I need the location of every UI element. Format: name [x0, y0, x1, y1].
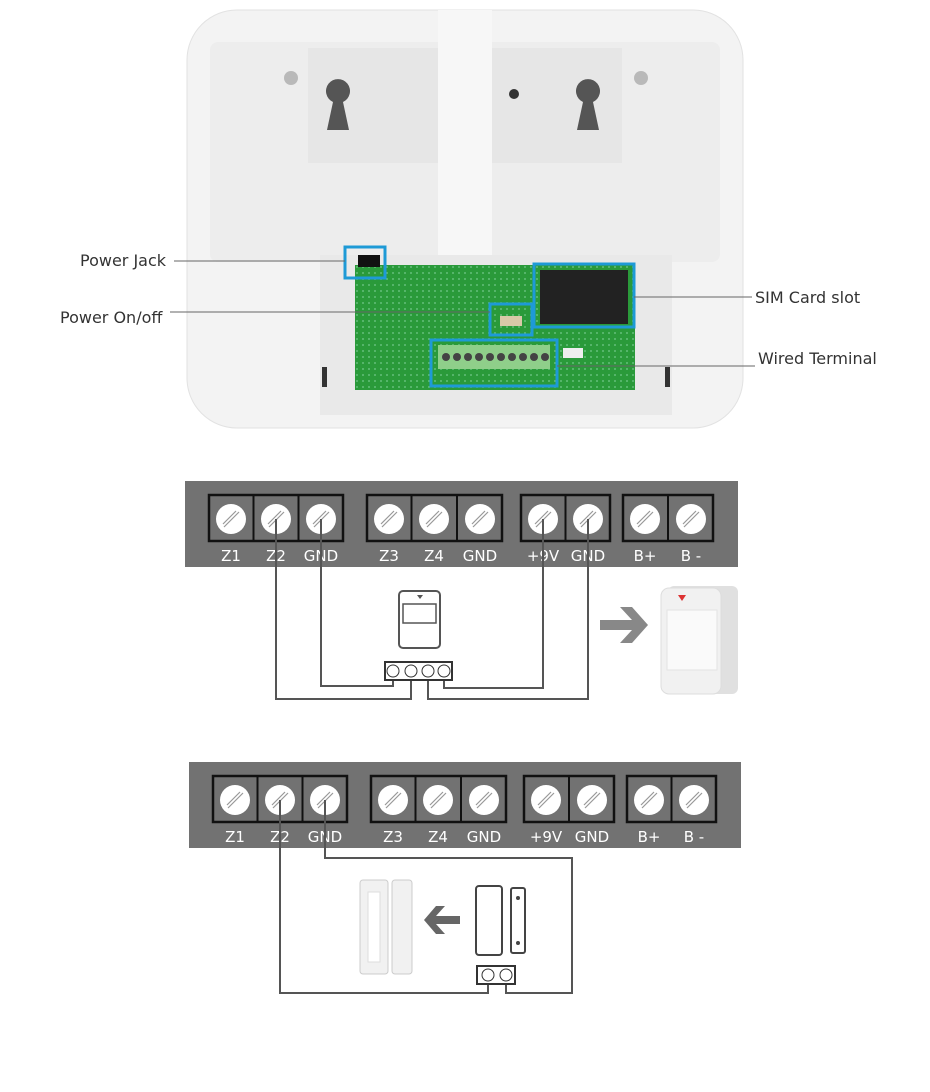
terminal-group — [365, 493, 504, 543]
keyhole-icon — [575, 79, 600, 130]
terminal-label: +9V — [530, 828, 563, 846]
pir-sensor-photo — [660, 586, 738, 695]
terminal-label: Z3 — [383, 828, 403, 846]
terminal-screw — [679, 785, 709, 815]
sim-slot — [540, 270, 628, 324]
terminal-screw — [220, 785, 250, 815]
terminal-screw — [378, 785, 408, 815]
pir-wiring — [275, 519, 589, 700]
wired-terminal-label: Wired Terminal — [758, 349, 877, 368]
terminal-label: B+ — [638, 828, 661, 846]
terminal-label: GND — [463, 547, 497, 565]
terminal-label: GND — [575, 828, 609, 846]
control-panel-back — [170, 9, 755, 429]
terminal-screw — [634, 785, 664, 815]
terminal-screw — [577, 785, 607, 815]
door-contact-photo — [359, 879, 413, 975]
terminal-label: Z1 — [221, 547, 241, 565]
power-jack-label: Power Jack — [80, 251, 167, 270]
terminal-screw — [216, 504, 246, 534]
terminal-label: B - — [684, 828, 704, 846]
arrow-right-icon — [600, 607, 648, 643]
terminal-label: B+ — [634, 547, 657, 565]
terminal-screw — [419, 504, 449, 534]
terminal-label: B - — [681, 547, 701, 565]
power-jack — [358, 255, 380, 267]
terminal-screw — [676, 504, 706, 534]
sim-slot-label: SIM Card slot — [755, 288, 861, 307]
power-switch-label: Power On/off — [60, 308, 163, 327]
keyhole-icon — [326, 79, 350, 130]
terminal-screw — [531, 785, 561, 815]
terminal-screw — [374, 504, 404, 534]
door-contact-icon — [475, 885, 526, 985]
door-contact-wiring — [279, 800, 573, 994]
terminal-label: GND — [467, 828, 501, 846]
terminal-screw — [423, 785, 453, 815]
terminal-label: Z1 — [225, 828, 245, 846]
terminal-screw — [630, 504, 660, 534]
terminal-label: Z3 — [379, 547, 399, 565]
terminal-screw — [469, 785, 499, 815]
terminal-screw — [465, 504, 495, 534]
terminal-group — [369, 774, 508, 824]
arrow-left-icon — [424, 906, 460, 934]
pir-sensor-icon — [384, 590, 453, 681]
terminal-label: Z4 — [424, 547, 444, 565]
terminal-label: Z4 — [428, 828, 448, 846]
